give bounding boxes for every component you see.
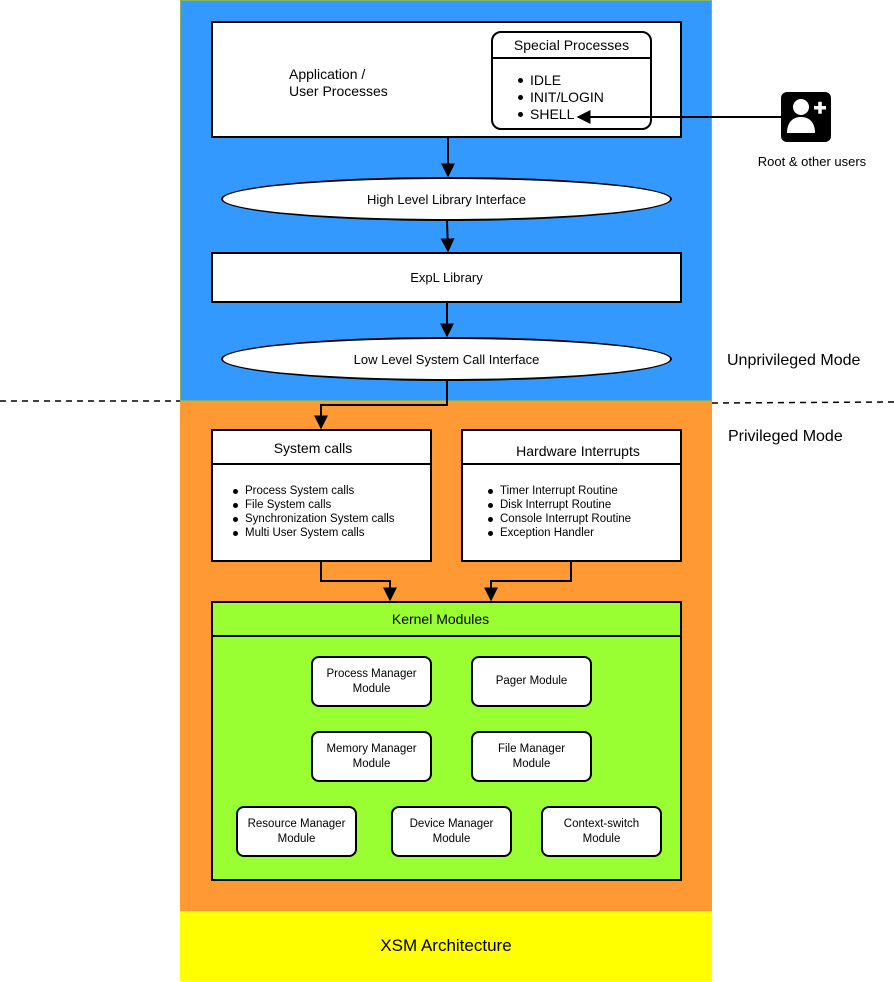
process-manager-module: Process Manager Module — [311, 656, 432, 707]
syscall-item-process: Process System calls — [231, 484, 395, 498]
high-level-library-interface: High Level Library Interface — [221, 177, 672, 221]
device-manager-line2: Module — [432, 832, 471, 845]
application-label-line2: User Processes — [289, 83, 388, 99]
process-manager-line2: Module — [352, 682, 391, 695]
arrow-syscalls-to-kernel — [320, 562, 397, 602]
interrupt-item-exception: Exception Handler — [486, 526, 631, 540]
context-switch-line2: Module — [582, 832, 621, 845]
application-label-line1: Application / — [289, 66, 366, 82]
kernel-modules-divider — [211, 635, 682, 637]
system-calls-box — [211, 429, 432, 562]
file-manager-line1: File Manager — [497, 742, 566, 755]
hardware-interrupts-list: Timer Interrupt Routine Disk Interrupt R… — [486, 484, 631, 540]
special-processes-list: IDLE INIT/LOGIN SHELL — [516, 72, 604, 123]
system-calls-divider — [211, 463, 432, 465]
privileged-mode-label: Privileged Mode — [728, 428, 843, 445]
kernel-modules-title: Kernel Modules — [391, 611, 490, 627]
special-item-init-login: INIT/LOGIN — [516, 89, 604, 106]
syscall-item-synchronization: Synchronization System calls — [231, 512, 395, 526]
arrow-highlevel-to-expl — [440, 220, 455, 253]
device-manager-line1: Device Manager — [409, 817, 494, 830]
hardware-interrupts-box — [461, 429, 682, 562]
process-manager-line1: Process Manager — [326, 667, 417, 680]
device-manager-module: Device Manager Module — [391, 806, 512, 857]
xsm-architecture-region: XSM Architecture — [180, 911, 712, 981]
special-processes-box — [491, 31, 652, 130]
memory-manager-line1: Memory Manager — [326, 742, 417, 755]
root-users-label: Root & other users — [757, 154, 867, 169]
special-item-shell: SHELL — [516, 106, 604, 123]
context-switch-line1: Context-switch — [563, 817, 640, 830]
pager-module: Pager Module — [471, 656, 592, 707]
special-item-idle: IDLE — [516, 72, 604, 89]
expl-library-label: ExpL Library — [410, 270, 483, 285]
mode-separator-right — [711, 401, 894, 404]
resource-manager-module: Resource Manager Module — [236, 806, 357, 857]
system-calls-title: System calls — [273, 440, 353, 456]
interrupt-item-console: Console Interrupt Routine — [486, 512, 631, 526]
file-manager-line2: Module — [512, 757, 551, 770]
add-user-icon — [781, 92, 831, 142]
interrupt-item-timer: Timer Interrupt Routine — [486, 484, 631, 498]
hardware-interrupts-divider — [461, 463, 682, 465]
xsm-architecture-label: XSM Architecture — [380, 936, 512, 955]
memory-manager-module: Memory Manager Module — [311, 731, 432, 782]
arrow-lowlevel-to-syscalls — [314, 381, 448, 430]
unprivileged-mode-label: Unprivileged Mode — [727, 352, 861, 369]
special-processes-divider — [491, 57, 652, 59]
expl-library-box: ExpL Library — [211, 252, 682, 303]
arrow-interrupts-to-kernel — [484, 562, 572, 602]
memory-manager-line2: Module — [352, 757, 391, 770]
special-processes-title: Special Processes — [513, 37, 630, 53]
system-calls-list: Process System calls File System calls S… — [231, 484, 395, 540]
pager-module-label: Pager Module — [495, 675, 568, 687]
file-manager-module: File Manager Module — [471, 731, 592, 782]
syscall-item-file: File System calls — [231, 498, 395, 512]
high-level-library-label: High Level Library Interface — [367, 191, 526, 207]
low-level-system-call-interface: Low Level System Call Interface — [221, 337, 672, 381]
resource-manager-line2: Module — [277, 832, 316, 845]
context-switch-module: Context-switch Module — [541, 806, 662, 857]
application-label: Application / User Processes — [289, 66, 388, 100]
hardware-interrupts-title: Hardware Interrupts — [516, 443, 640, 459]
resource-manager-line1: Resource Manager — [247, 817, 346, 830]
low-level-system-call-label: Low Level System Call Interface — [353, 351, 540, 367]
syscall-item-multi-user: Multi User System calls — [231, 526, 395, 540]
interrupt-item-disk: Disk Interrupt Routine — [486, 498, 631, 512]
